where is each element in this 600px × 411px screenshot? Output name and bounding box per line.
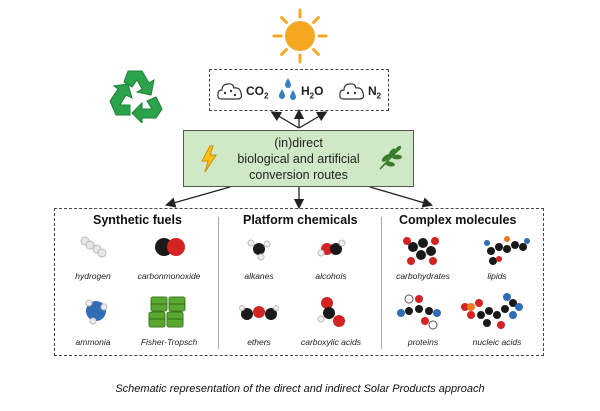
products-box: Synthetic fuels hydrogen carbonmonoxide …	[54, 208, 544, 356]
nucleic-acids-molecule-icon	[461, 293, 523, 329]
platform-chemicals-title: Platform chemicals	[243, 213, 358, 227]
fischer-tropsch-barrels-icon	[148, 296, 186, 328]
carboxylic-acids-label: carboxylic acids	[301, 337, 361, 347]
co2-text: CO	[246, 84, 264, 98]
ammonia-label: ammonia	[75, 337, 111, 347]
column-divider	[218, 217, 219, 349]
proteins-label: proteins	[407, 337, 439, 347]
h2o-tail: O	[314, 84, 324, 98]
n2-text: N	[368, 84, 377, 98]
carbon-monoxide-label: carbonmonoxide	[137, 271, 201, 281]
arrow-to-inputs-right	[298, 111, 328, 129]
lipids-molecule-icon	[484, 236, 530, 265]
alkanes-label: alkanes	[244, 271, 274, 281]
lipids-label: lipids	[487, 271, 507, 281]
co2-subscript: 2	[264, 91, 269, 101]
ammonia-molecule-icon	[85, 299, 108, 325]
cloud-icon	[217, 83, 243, 100]
h2o-label: H2O	[301, 84, 323, 100]
lightning-icon	[201, 145, 217, 173]
arrow-to-fuels	[164, 186, 231, 208]
alcohols-label: alcohols	[315, 271, 347, 281]
water-drops-icon	[279, 78, 296, 100]
h2o-subscript: 2	[309, 91, 315, 101]
proteins-molecule-icon	[397, 294, 441, 330]
alcohols-molecule-icon	[317, 239, 346, 257]
arrow-to-inputs-left	[270, 111, 300, 129]
routes-line-3: conversion routes	[249, 168, 348, 182]
carbon-monoxide-molecule-icon	[155, 238, 185, 256]
synthetic-fuels-title: Synthetic fuels	[93, 213, 182, 227]
inputs-box: CO2 H2O N2	[209, 69, 389, 111]
figure-caption: Schematic representation of the direct a…	[115, 383, 485, 395]
cloud-icon	[339, 83, 365, 100]
ethers-molecule-icon	[239, 305, 279, 320]
nucleic-acids-label: nucleic acids	[472, 337, 522, 347]
sun-icon	[272, 8, 328, 64]
ethers-label: ethers	[247, 337, 271, 347]
carbohydrates-label: carbohydrates	[396, 271, 450, 281]
n2-subscript: 2	[376, 91, 382, 101]
recycle-icon	[109, 70, 163, 123]
routes-line-2: biological and artificial	[237, 152, 360, 166]
arrow-to-complex	[369, 186, 433, 208]
carboxylic-acids-molecule-icon	[317, 297, 345, 327]
alkanes-molecule-icon	[247, 239, 271, 261]
complex-molecules-title: Complex molecules	[399, 213, 517, 227]
hydrogen-molecule-icon	[80, 236, 107, 258]
h2o-text: H	[301, 84, 310, 98]
co2-label: CO2	[246, 84, 268, 100]
leaf-icon	[379, 145, 402, 170]
fisher-tropsch-label: Fisher-Tropsch	[140, 337, 198, 347]
conversion-routes-box: (in)direct biological and artificial con…	[183, 130, 414, 187]
carbohydrates-molecule-icon	[403, 237, 439, 265]
conversion-routes-text: (in)direct biological and artificial con…	[222, 135, 375, 183]
connectors	[164, 108, 433, 210]
hydrogen-label: hydrogen	[75, 271, 111, 281]
column-divider	[381, 217, 382, 349]
routes-line-1: (in)direct	[274, 136, 323, 150]
n2-label: N2	[368, 84, 381, 100]
